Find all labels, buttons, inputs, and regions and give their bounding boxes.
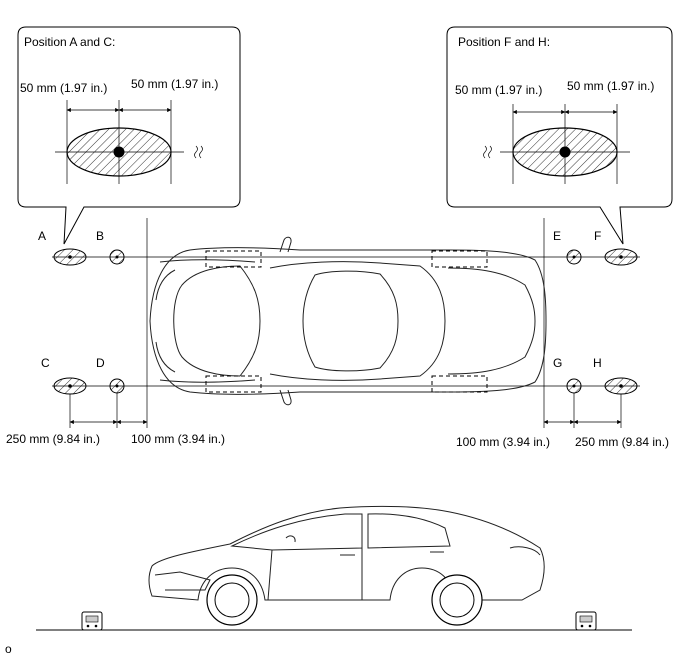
wave-icon: [483, 145, 492, 159]
car-top-view: [149, 236, 547, 406]
position-label-a: A: [38, 229, 46, 243]
callout-position-a-c: Position A and C: 50 mm (1.97 in.) 50 mm…: [17, 26, 241, 245]
dim-left-outer: 250 mm (9.84 in.): [6, 432, 100, 446]
callout-position-f-h: Position F and H: 50 mm (1.97 in.) 50 mm…: [446, 26, 673, 245]
wave-icon: [194, 145, 203, 159]
callout-dim-right-f-h: 50 mm (1.97 in.): [567, 79, 654, 93]
dim-right-outer: 250 mm (9.84 in.): [575, 435, 669, 449]
target-marker-h: [604, 377, 638, 395]
position-label-g: G: [553, 356, 562, 370]
rear-wheel: [431, 574, 483, 626]
target-marker-c: [53, 377, 87, 395]
position-label-e: E: [553, 229, 561, 243]
target-marker-f: [604, 248, 638, 266]
target-marker-g: [566, 378, 582, 394]
position-label-b: B: [96, 229, 104, 243]
target-marker-d: [109, 378, 125, 394]
callout-title-a-c: Position A and C:: [24, 35, 115, 49]
dim-right-inner: 100 mm (3.94 in.): [456, 435, 550, 449]
target-center-dot: [113, 146, 125, 158]
position-label-f: F: [594, 229, 601, 243]
callout-dim-right-a-c: 50 mm (1.97 in.): [131, 77, 218, 91]
target-marker-e: [566, 249, 582, 265]
dim-left-inner: 100 mm (3.94 in.): [131, 432, 225, 446]
callout-title-f-h: Position F and H:: [458, 35, 550, 49]
car-side-view: [148, 505, 545, 626]
target-center-dot: [559, 146, 571, 158]
position-label-c: C: [41, 356, 50, 370]
target-marker-a: [53, 248, 87, 266]
ground-target-box-rear: [575, 611, 597, 631]
callout-dim-left-f-h: 50 mm (1.97 in.): [455, 83, 542, 97]
front-wheel: [206, 574, 258, 626]
ground-target-box-front: [81, 611, 103, 631]
callout-dim-left-a-c: 50 mm (1.97 in.): [20, 81, 107, 95]
position-label-h: H: [593, 356, 602, 370]
footer-code: o: [5, 642, 12, 656]
target-marker-b: [109, 249, 125, 265]
position-label-d: D: [96, 356, 105, 370]
